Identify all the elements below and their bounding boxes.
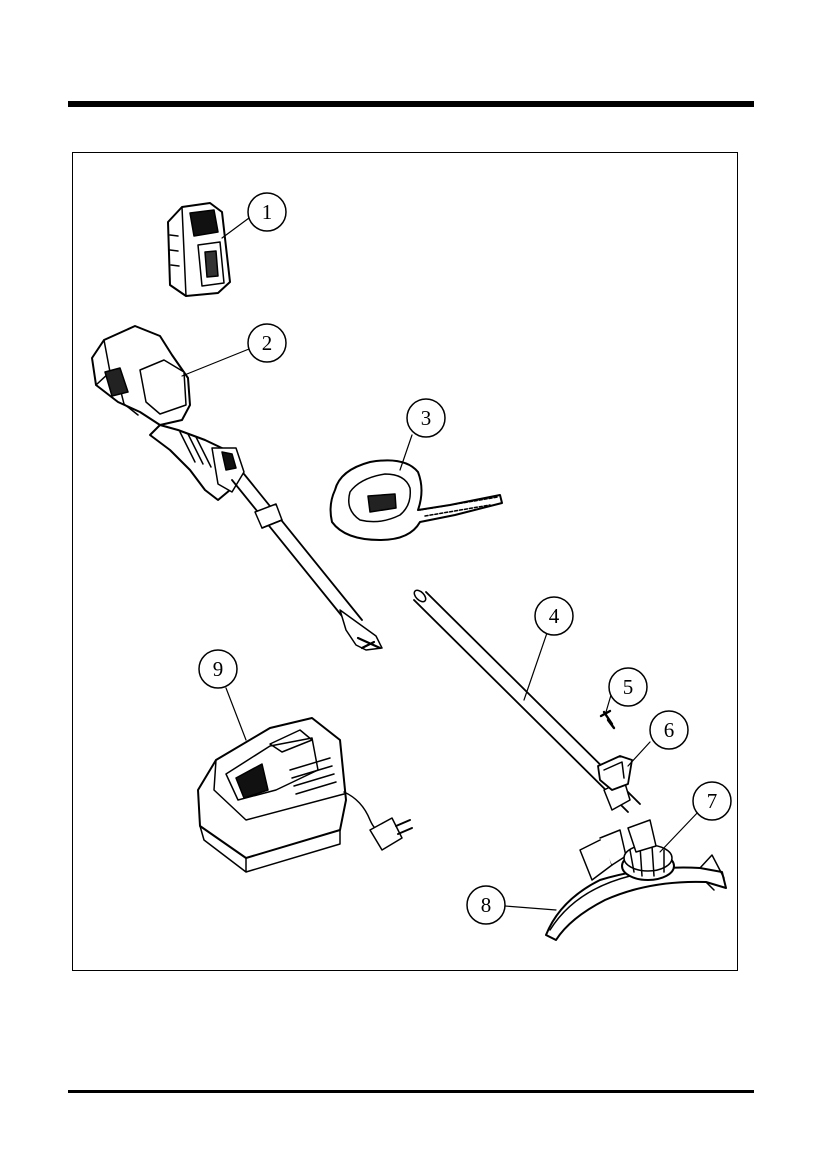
callout-6-label: 6 — [664, 718, 675, 742]
callout-3-label: 3 — [421, 406, 432, 430]
callout-1: 1 — [248, 193, 286, 231]
callout-5-label: 5 — [623, 675, 634, 699]
callout-9-label: 9 — [213, 657, 224, 681]
auxiliary-handle-drawing — [331, 460, 502, 540]
callout-9: 9 — [199, 650, 237, 688]
callout-8-label: 8 — [481, 893, 492, 917]
screw-drawing — [601, 711, 614, 728]
callout-7-label: 7 — [707, 789, 718, 813]
callout-4-label: 4 — [549, 604, 560, 628]
callout-5: 5 — [609, 668, 647, 706]
callout-8: 8 — [467, 886, 505, 924]
battery-charger-drawing — [198, 718, 412, 872]
callout-1-label: 1 — [262, 200, 273, 224]
callout-7: 7 — [693, 782, 731, 820]
callout-4: 4 — [535, 597, 573, 635]
guard-bracket-drawing — [598, 756, 632, 790]
callout-2: 2 — [248, 324, 286, 362]
callout-2-label: 2 — [262, 331, 273, 355]
callout-3: 3 — [407, 399, 445, 437]
trimmer-head-drawing — [546, 820, 726, 940]
battery-pack-drawing — [168, 203, 230, 296]
callout-6: 6 — [650, 711, 688, 749]
